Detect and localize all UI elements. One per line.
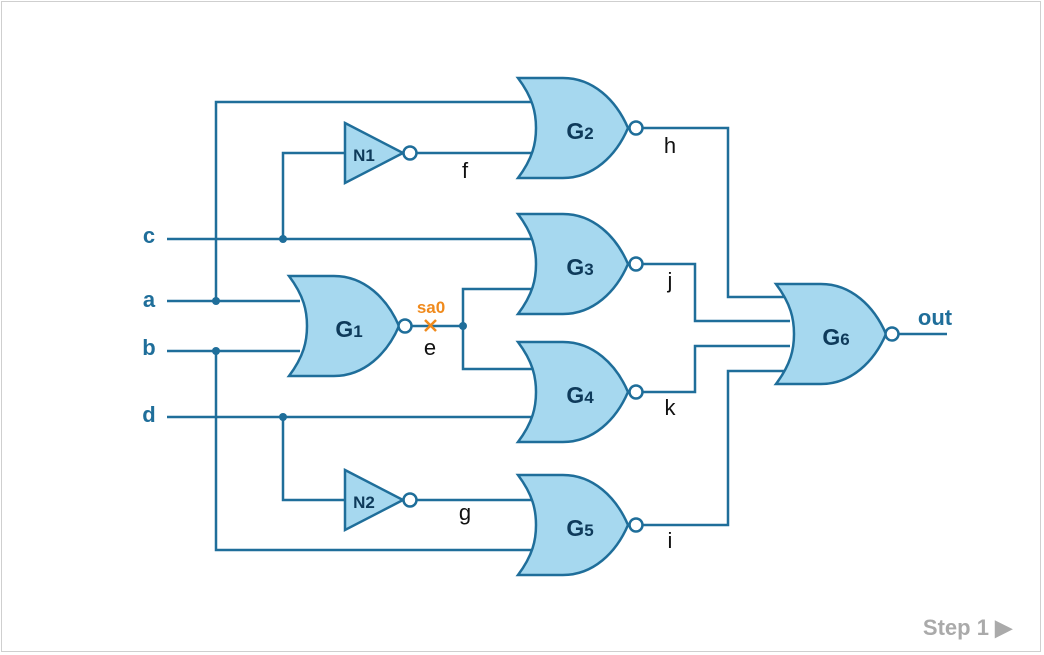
junction-b bbox=[212, 347, 220, 355]
step-label: Step 1 bbox=[922, 615, 989, 640]
input-d-label: d bbox=[142, 402, 155, 427]
wire-e-to-g3 bbox=[461, 287, 532, 326]
g3-output-bubble bbox=[628, 256, 644, 272]
input-b-label: b bbox=[142, 335, 155, 360]
g5-output-bubble bbox=[628, 517, 644, 533]
gate-g6[interactable]: G6 bbox=[774, 282, 900, 386]
junction-c bbox=[279, 235, 287, 243]
gate-g1[interactable]: G1 bbox=[287, 274, 413, 378]
g6-output-bubble bbox=[884, 326, 900, 342]
gate-n1-label: N1 bbox=[353, 146, 375, 165]
wire-d-to-n2 bbox=[281, 417, 345, 502]
input-a-label: a bbox=[143, 287, 156, 312]
net-j-label: j bbox=[667, 268, 673, 293]
wire-j bbox=[643, 262, 790, 323]
gate-g4-label: G4 bbox=[566, 382, 594, 408]
wires bbox=[167, 100, 947, 552]
g4-output-bubble bbox=[628, 384, 644, 400]
gate-g4[interactable]: G4 bbox=[516, 340, 644, 444]
junction-d bbox=[279, 413, 287, 421]
gate-g2[interactable]: G2 bbox=[516, 76, 644, 180]
g1-output-bubble bbox=[397, 318, 413, 334]
wire-a-to-g2 bbox=[214, 100, 532, 301]
gate-g3[interactable]: G3 bbox=[516, 212, 644, 316]
net-f-label: f bbox=[462, 158, 469, 183]
gate-g5-label: G5 bbox=[566, 515, 593, 541]
gate-n1[interactable]: N1 bbox=[343, 120, 418, 186]
step-next-button[interactable]: Step 1 ▶ bbox=[923, 615, 1012, 641]
g2-output-bubble bbox=[628, 120, 644, 136]
fault-label: sa0 bbox=[417, 298, 445, 317]
junction-e bbox=[459, 322, 467, 330]
wire-e-to-g4 bbox=[461, 326, 532, 371]
output-label: out bbox=[918, 305, 953, 330]
gate-g2-label: G2 bbox=[566, 118, 593, 144]
play-arrow-icon: ▶ bbox=[995, 615, 1012, 640]
input-c-label: c bbox=[143, 223, 155, 248]
gate-n2-label: N2 bbox=[353, 493, 375, 512]
n2-output-bubble bbox=[402, 492, 418, 508]
gate-g5[interactable]: G5 bbox=[516, 473, 644, 577]
wire-h bbox=[643, 126, 790, 299]
wire-b-to-g5 bbox=[214, 351, 532, 552]
wire-k bbox=[643, 344, 790, 394]
net-i-label: i bbox=[668, 528, 673, 553]
gate-g3-label: G3 bbox=[566, 254, 593, 280]
gate-g1-label: G1 bbox=[335, 316, 362, 342]
wire-c-to-n1 bbox=[281, 151, 345, 239]
input-labels: c a b d out bbox=[142, 223, 953, 427]
gate-g6-label: G6 bbox=[822, 324, 849, 350]
net-h-label: h bbox=[664, 133, 676, 158]
net-e-label: e bbox=[424, 335, 436, 360]
gate-n2[interactable]: N2 bbox=[343, 467, 418, 533]
net-k-label: k bbox=[665, 395, 677, 420]
junctions bbox=[212, 235, 467, 421]
net-labels: f h e j k g i bbox=[424, 133, 677, 553]
n1-output-bubble bbox=[402, 145, 418, 161]
junction-a bbox=[212, 297, 220, 305]
fault-marker: sa0 bbox=[417, 298, 445, 332]
wire-i bbox=[643, 369, 790, 527]
net-g-label: g bbox=[459, 500, 471, 525]
